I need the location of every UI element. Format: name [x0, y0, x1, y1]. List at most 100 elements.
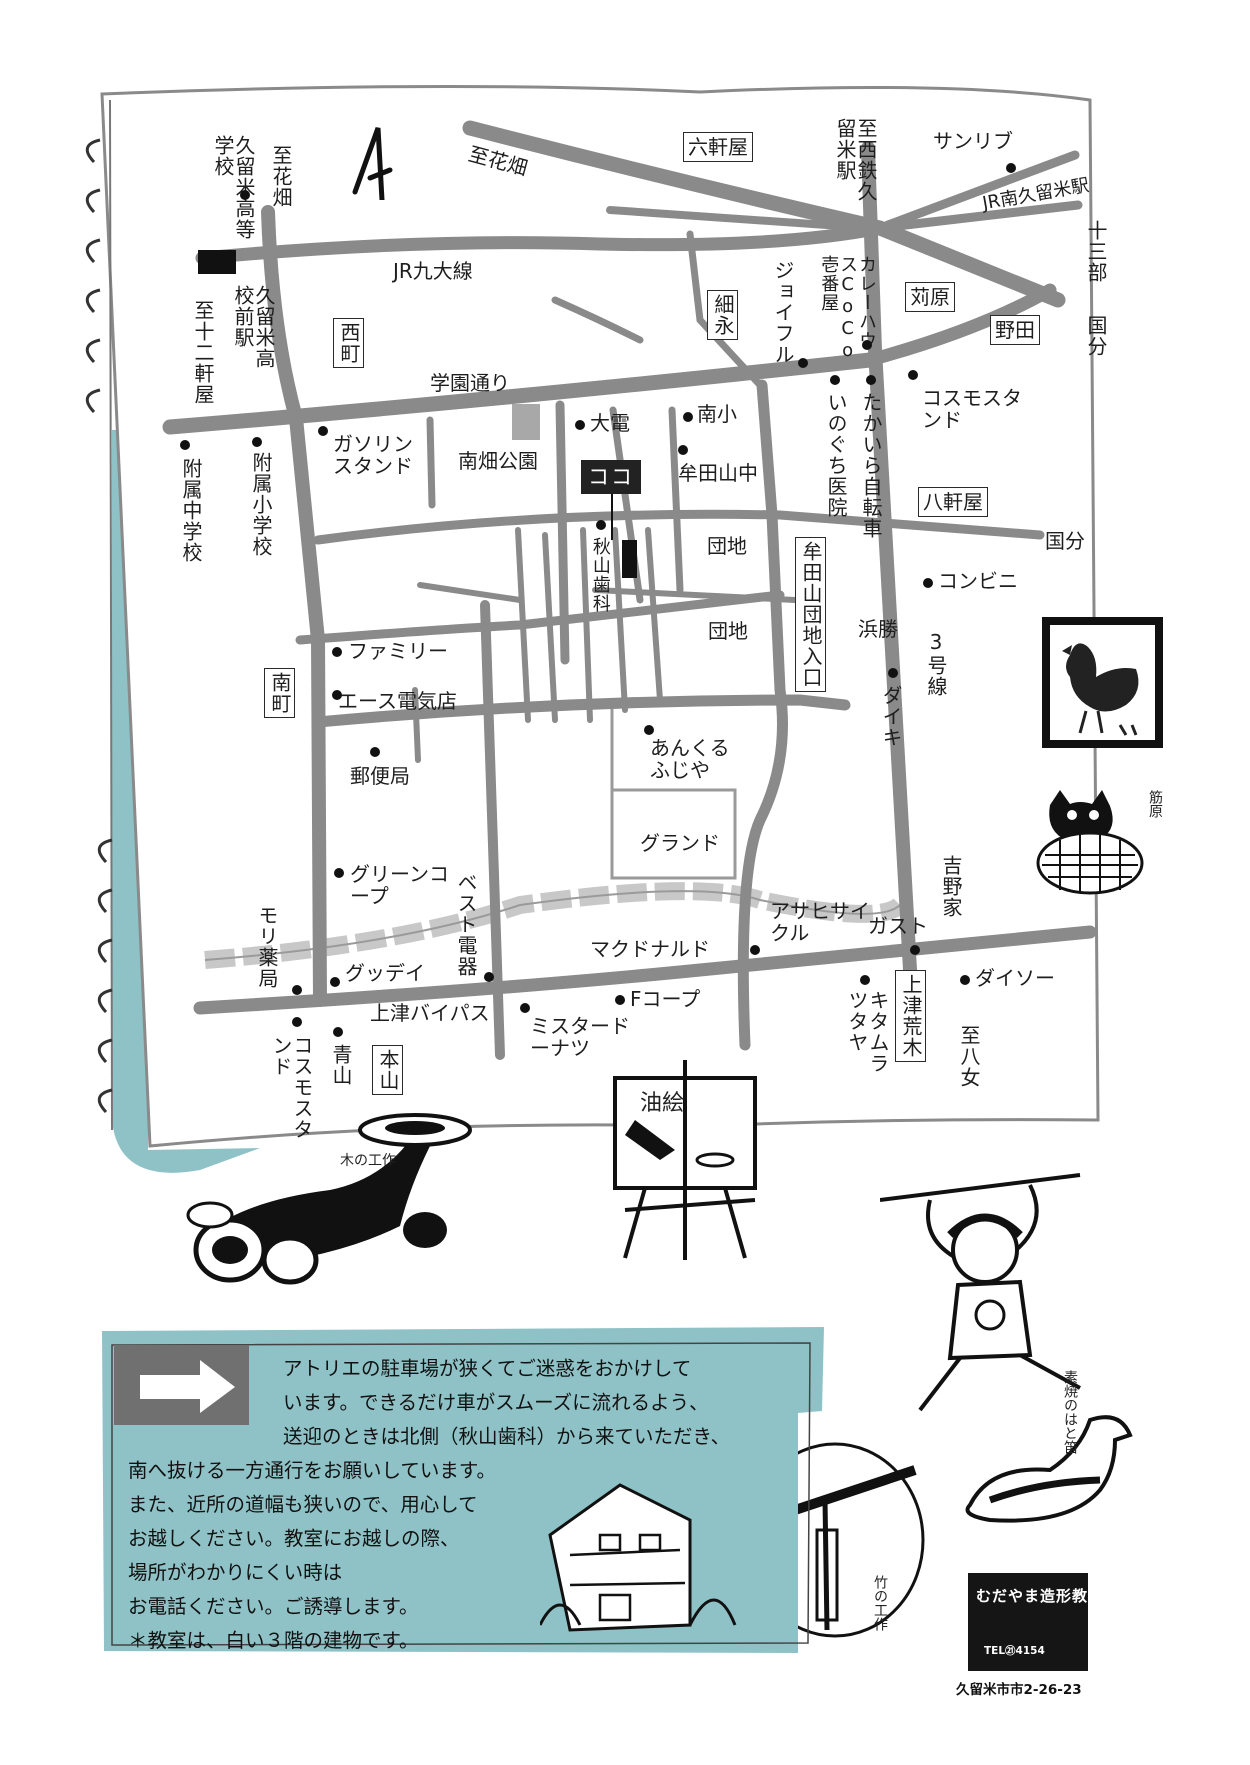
- label-curry-house: カレーハウスCoCo壱番屋: [818, 255, 877, 362]
- arrow-right-icon: [114, 1345, 249, 1425]
- cat-caption: 筋原: [1147, 790, 1163, 818]
- poi-dot-gusto: [910, 945, 920, 955]
- label-gakuen-dori: 学園通り: [430, 371, 510, 395]
- place-box-nishimachi: 西町: [333, 318, 364, 368]
- place-box-hosonaga: 細永: [707, 290, 738, 340]
- wooden-car-icon: [186, 1113, 472, 1285]
- place-box-rokkenya: 六軒屋: [683, 132, 753, 163]
- poi-dot-fcoop: [615, 995, 625, 1005]
- atelier-sign: むだやま造形教室 TEL㉑4154: [968, 1573, 1103, 1671]
- poi-dot-fuzoku-sho: [252, 437, 262, 447]
- poi-dot-curry-house: [862, 340, 872, 350]
- label-aoyama: 青山: [329, 1044, 353, 1086]
- poi-dot-best: [484, 972, 494, 982]
- label-post: 郵便局: [350, 764, 410, 788]
- notice-line-3: 送迎のときは北側（秋山歯科）から来ていただき、: [283, 1425, 731, 1448]
- poi-dot-daiden: [575, 420, 585, 430]
- poi-dot-kitamura: [860, 975, 870, 985]
- rooster-icon: [1042, 617, 1163, 748]
- oil-painting-caption: 油絵: [640, 1091, 685, 1116]
- label-gusto: ガスト: [868, 914, 928, 938]
- poi-dot-daiso: [960, 975, 970, 985]
- label-sunrib: サンリブ: [933, 129, 1013, 153]
- notebook-edge: [109, 99, 113, 1131]
- label-yoshinoya: 吉野家: [939, 855, 963, 918]
- label-mcd: マクドナルド: [590, 937, 710, 961]
- label-green-coop: グリーンコープ: [350, 862, 449, 909]
- label-juusanbu: 十三部: [1084, 220, 1108, 283]
- place-box-minamimachi: 南町: [264, 668, 295, 718]
- label-to-nishitetsu: 至西鉄久留米駅: [833, 118, 878, 202]
- label-hamakatsu: 浜勝: [858, 617, 898, 641]
- place-box-karihara: 苅原: [905, 282, 955, 313]
- poi-dot-convenience: [923, 578, 933, 588]
- label-convenience: コンビニ: [938, 569, 1018, 593]
- label-ace: エース電気店: [338, 689, 457, 713]
- poi-dot-ace: [332, 690, 342, 700]
- label-gooday: グッデイ: [345, 961, 425, 985]
- poi-dot-mister-donut: [520, 1003, 530, 1013]
- notice-line-4: 南へ抜ける一方通行をお願いしています。: [128, 1459, 496, 1482]
- poi-dot-takaira: [866, 375, 876, 385]
- label-kurume-koko-mae: 久留米高校前駅: [231, 285, 276, 369]
- poi-dot-mori: [292, 985, 302, 995]
- label-asahi: アサヒサイクル: [770, 899, 870, 946]
- notice-line-2: います。できるだけ車がスムーズに流れるよう、: [283, 1391, 709, 1414]
- poi-dot-gasoline: [318, 426, 328, 436]
- label-route3: 3号線: [924, 630, 948, 697]
- label-best: ベスト電器: [454, 872, 478, 977]
- poi-dot-akiyama: [596, 520, 606, 530]
- poi-dot-green-coop: [334, 868, 344, 878]
- poi-dot-inokuchi: [830, 375, 840, 385]
- label-family: ファミリー: [348, 639, 448, 663]
- place-box-noda: 野田: [990, 315, 1040, 346]
- label-daiso: ダイソー: [975, 966, 1055, 990]
- label-grand: グランド: [640, 831, 720, 855]
- poi-dot-cosmo-s: [292, 1017, 302, 1027]
- easel-icon: [613, 1060, 757, 1260]
- roads: [162, 120, 1097, 1060]
- house-icon: [540, 1483, 737, 1632]
- label-kokubu-e: 国分: [1045, 529, 1085, 553]
- label-anchor: あんくるふじや: [650, 736, 730, 783]
- label-inokuchi: いのぐち医院: [824, 392, 848, 518]
- label-fuzoku-chu: 附属中学校: [179, 458, 203, 563]
- park-block: [512, 404, 540, 440]
- label-fuzoku-sho: 附属小学校: [249, 452, 273, 557]
- pigeon-whistle-icon: [965, 1415, 1133, 1523]
- label-joyfull: ジョイフル: [771, 260, 795, 365]
- label-kokubu-ne: 国分: [1084, 315, 1108, 357]
- atelier-address: 久留米市市2-26-23: [956, 1682, 1082, 1698]
- poi-dot-kurume-koto: [240, 190, 250, 200]
- label-minamisho: 南小: [697, 402, 737, 426]
- label-kozu-bypass: 上津バイパス: [370, 1001, 490, 1025]
- label-daiki: ダイキ: [879, 685, 903, 748]
- label-mori: モリ薬局: [255, 905, 279, 989]
- notice-line-9: ＊教室は、白い３階の建物です。: [128, 1629, 419, 1652]
- notice-line-1: アトリエの駐車場が狭くてご迷惑をおかけして: [283, 1357, 692, 1380]
- label-danchi-1: 団地: [707, 534, 747, 558]
- label-to-juuni-kenya: 至十二軒屋: [191, 300, 215, 405]
- bamboo-craft-caption: 竹の工作: [872, 1575, 888, 1631]
- label-takaira: たかいら自転車: [859, 392, 883, 539]
- north-arrow-icon: [352, 127, 393, 200]
- place-box-honzan: 本山: [372, 1045, 403, 1095]
- poi-dot-post: [370, 747, 380, 757]
- river-edge: [204, 890, 901, 961]
- notice-line-6: お越しください。教室にお越しの際、: [128, 1527, 460, 1550]
- poi-dot-cosmo-n: [908, 370, 918, 380]
- notice-line-5: また、近所の道幅も狭いので、用心して: [128, 1493, 478, 1516]
- akiyama-building: [622, 540, 637, 578]
- wood-craft-caption: 木の工作: [340, 1153, 396, 1169]
- cat-basket-icon: [1036, 790, 1144, 895]
- pigeon-whistle-caption: 素焼のはと笛: [1062, 1370, 1078, 1454]
- atelier-name: むだやま造形教室: [976, 1587, 1105, 1605]
- notice-line-7: 場所がわかりにくい時は: [128, 1561, 343, 1584]
- poi-dot-minamisho: [683, 412, 693, 422]
- label-jr-kyudai: JR九大線: [393, 259, 473, 283]
- label-to-hanabatake-n: 至花畑: [269, 145, 293, 208]
- label-minami-hata-park: 南畑公園: [458, 449, 538, 473]
- poi-dot-sunrib: [1006, 163, 1016, 173]
- label-danchi-2: 団地: [708, 619, 748, 643]
